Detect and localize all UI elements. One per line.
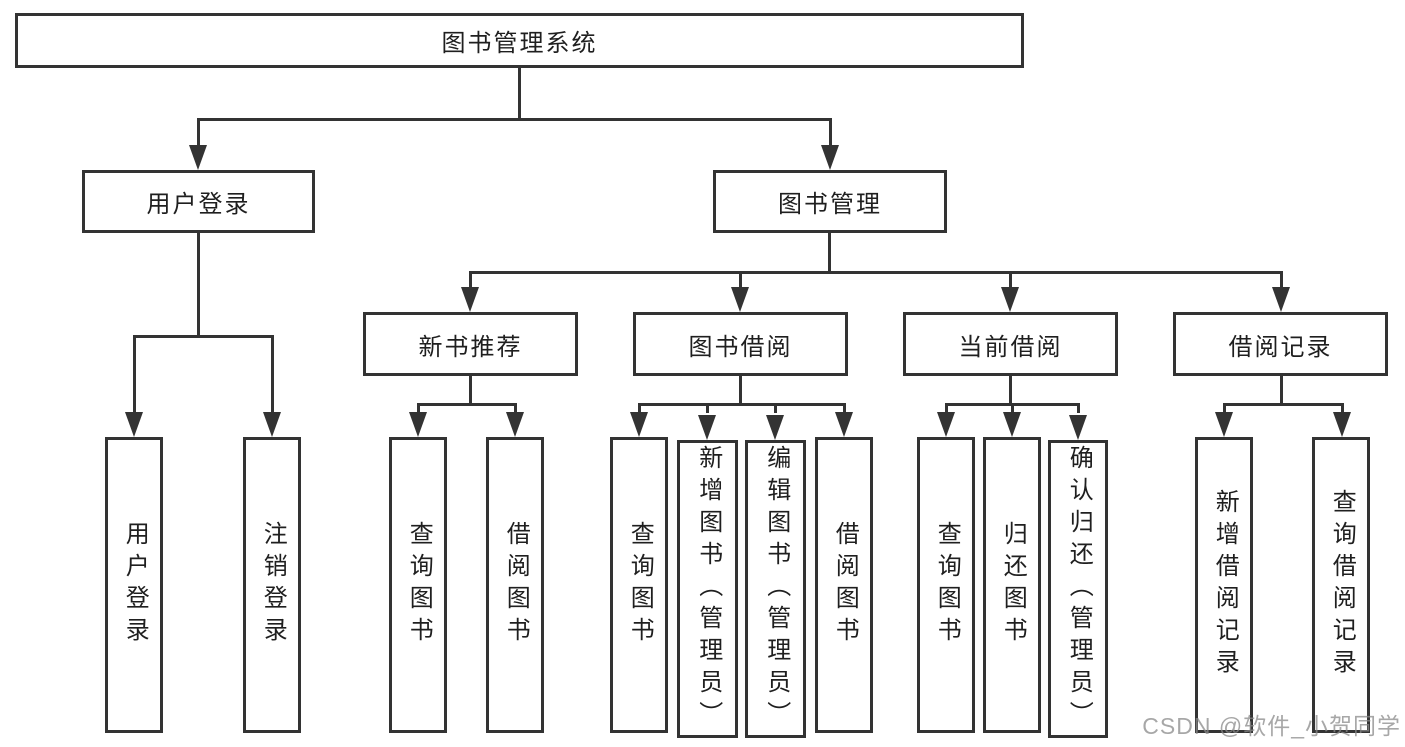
connector-drop-borrow-borrow [843, 403, 846, 413]
arrowhead-current-borrow [1001, 287, 1019, 312]
leaf-label: 编辑图书（管理员） [762, 445, 790, 733]
node-root-library-system: 图书管理系统 [15, 13, 1024, 68]
connector-level2-bar [197, 118, 832, 121]
node-label: 图书管理系统 [441, 30, 598, 57]
connector-drop-leaf-logout [271, 335, 274, 413]
node-book-management: 图书管理 [713, 170, 947, 233]
connector-book-borrow-stem [739, 376, 742, 403]
connector-new-book-bar [417, 403, 517, 406]
connector-borrow-record-stem [1280, 376, 1283, 403]
arrowhead-user-login [189, 145, 207, 170]
connector-drop-borrow-record [1280, 271, 1283, 289]
node-borrowing-records: 借阅记录 [1173, 312, 1388, 376]
connector-drop-new-book [469, 271, 472, 289]
connector-current-borrow-stem [1009, 376, 1012, 403]
arrowhead-borrow-borrow [835, 412, 853, 437]
leaf-borrow-borrow-books: 借阅图书 [815, 437, 873, 733]
leaf-label: 新增借阅记录 [1211, 489, 1239, 681]
connector-drop-record-add [1223, 403, 1226, 413]
leaf-current-confirm-return-admin: 确认归还（管理员） [1048, 440, 1108, 738]
node-user-login: 用户登录 [82, 170, 315, 233]
connector-drop-book-mgmt [829, 118, 832, 148]
node-label: 当前借阅 [958, 333, 1063, 361]
node-label: 新书推荐 [418, 333, 523, 361]
arrowhead-borrow-record [1272, 287, 1290, 312]
arrowhead-book-mgmt [821, 145, 839, 170]
connector-drop-borrow-query [638, 403, 641, 413]
arrowhead-current-confirm [1069, 415, 1087, 440]
leaf-label: 借阅图书 [831, 521, 859, 649]
arrowhead-new-book [461, 287, 479, 312]
connector-level3-bar [469, 271, 1283, 274]
node-label: 图书借阅 [688, 333, 793, 361]
arrowhead-record-add [1215, 412, 1233, 437]
connector-drop-current-return [1011, 403, 1014, 413]
connector-drop-recommend-borrow [514, 403, 517, 413]
leaf-borrow-add-books-admin: 新增图书（管理员） [677, 440, 738, 738]
connector-drop-leaf-login [133, 335, 136, 413]
node-label: 图书管理 [778, 191, 882, 218]
arrowhead-recommend-query [409, 412, 427, 437]
connector-drop-borrow-edit [774, 403, 777, 413]
leaf-label: 查询图书 [626, 521, 654, 649]
node-current-borrowing: 当前借阅 [903, 312, 1118, 376]
node-label: 借阅记录 [1228, 333, 1333, 361]
connector-root-stem [518, 68, 521, 118]
leaf-label: 查询图书 [405, 521, 433, 649]
connector-drop-current-borrow [1009, 271, 1012, 289]
connector-drop-record-query [1341, 403, 1344, 413]
leaf-logout: 注销登录 [243, 437, 301, 733]
node-book-borrowing: 图书借阅 [633, 312, 848, 376]
connector-new-book-stem [469, 376, 472, 403]
leaf-recommend-borrow-books: 借阅图书 [486, 437, 544, 733]
connector-book-borrow-bar [638, 403, 846, 406]
leaf-label: 借阅图书 [502, 521, 530, 649]
arrowhead-book-borrow [731, 287, 749, 312]
connector-drop-borrow-add [706, 403, 709, 413]
connector-drop-user-login [197, 118, 200, 148]
connector-drop-current-confirm [1077, 403, 1080, 413]
arrowhead-current-query [937, 412, 955, 437]
leaf-recommend-query-books: 查询图书 [389, 437, 447, 733]
connector-user-login-stem [197, 233, 200, 335]
arrowhead-record-query [1333, 412, 1351, 437]
leaf-label: 查询图书 [933, 521, 961, 649]
connector-book-mgmt-stem [828, 233, 831, 271]
connector-borrow-record-bar [1223, 403, 1344, 406]
leaf-borrow-edit-books-admin: 编辑图书（管理员） [745, 440, 806, 738]
arrowhead-borrow-edit [766, 415, 784, 440]
csdn-watermark: CSDN @软件_小贺同学 [1142, 713, 1401, 739]
leaf-label: 新增图书（管理员） [694, 445, 722, 733]
leaf-record-query-record: 查询借阅记录 [1312, 437, 1370, 733]
leaf-label: 查询借阅记录 [1328, 489, 1356, 681]
arrowhead-borrow-query [630, 412, 648, 437]
connector-drop-current-query [945, 403, 948, 413]
node-label: 用户登录 [146, 191, 251, 218]
arrowhead-current-return [1003, 412, 1021, 437]
arrowhead-borrow-add [698, 415, 716, 440]
connector-user-login-bar [133, 335, 274, 338]
leaf-current-query-books: 查询图书 [917, 437, 975, 733]
connector-drop-book-borrow [739, 271, 742, 289]
leaf-label: 归还图书 [999, 521, 1027, 649]
node-new-book-recommendation: 新书推荐 [363, 312, 578, 376]
leaf-record-add-record: 新增借阅记录 [1195, 437, 1253, 733]
leaf-borrow-query-books: 查询图书 [610, 437, 668, 733]
leaf-current-return-books: 归还图书 [983, 437, 1041, 733]
arrowhead-leaf-logout [263, 412, 281, 437]
arrowhead-leaf-login [125, 412, 143, 437]
leaf-label: 注销登录 [259, 521, 287, 649]
leaf-user-login: 用户登录 [105, 437, 163, 733]
connector-drop-recommend-query [417, 403, 420, 413]
arrowhead-recommend-borrow [506, 412, 524, 437]
leaf-label: 确认归还（管理员） [1065, 445, 1093, 733]
leaf-label: 用户登录 [121, 521, 149, 649]
